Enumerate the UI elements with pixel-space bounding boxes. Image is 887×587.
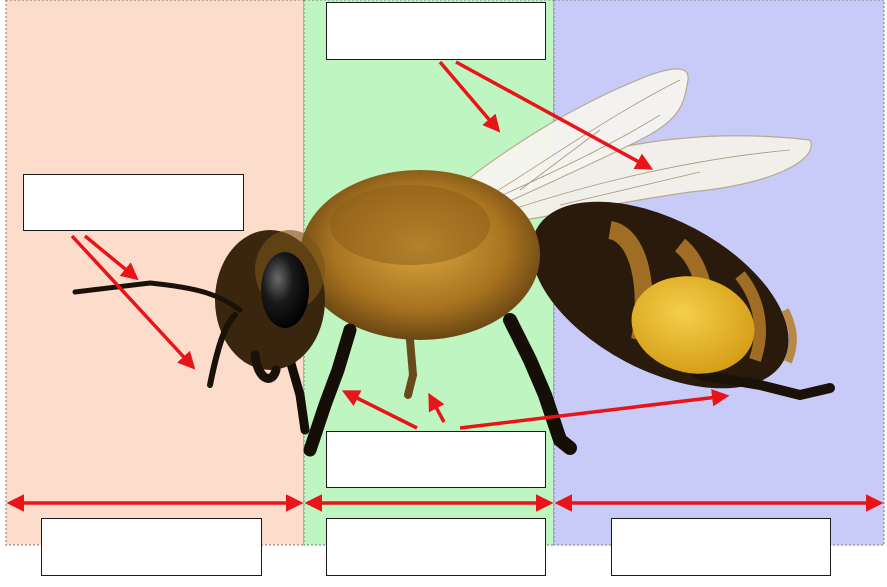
label-box-head[interactable] xyxy=(41,518,262,576)
label-box-antennae[interactable] xyxy=(23,174,244,231)
label-box-abdomen[interactable] xyxy=(611,518,831,576)
small-leg xyxy=(408,340,413,395)
compound-eye xyxy=(261,252,309,328)
label-box-legs[interactable] xyxy=(326,431,546,488)
label-box-wings[interactable] xyxy=(326,2,546,60)
label-box-thorax[interactable] xyxy=(326,518,546,576)
